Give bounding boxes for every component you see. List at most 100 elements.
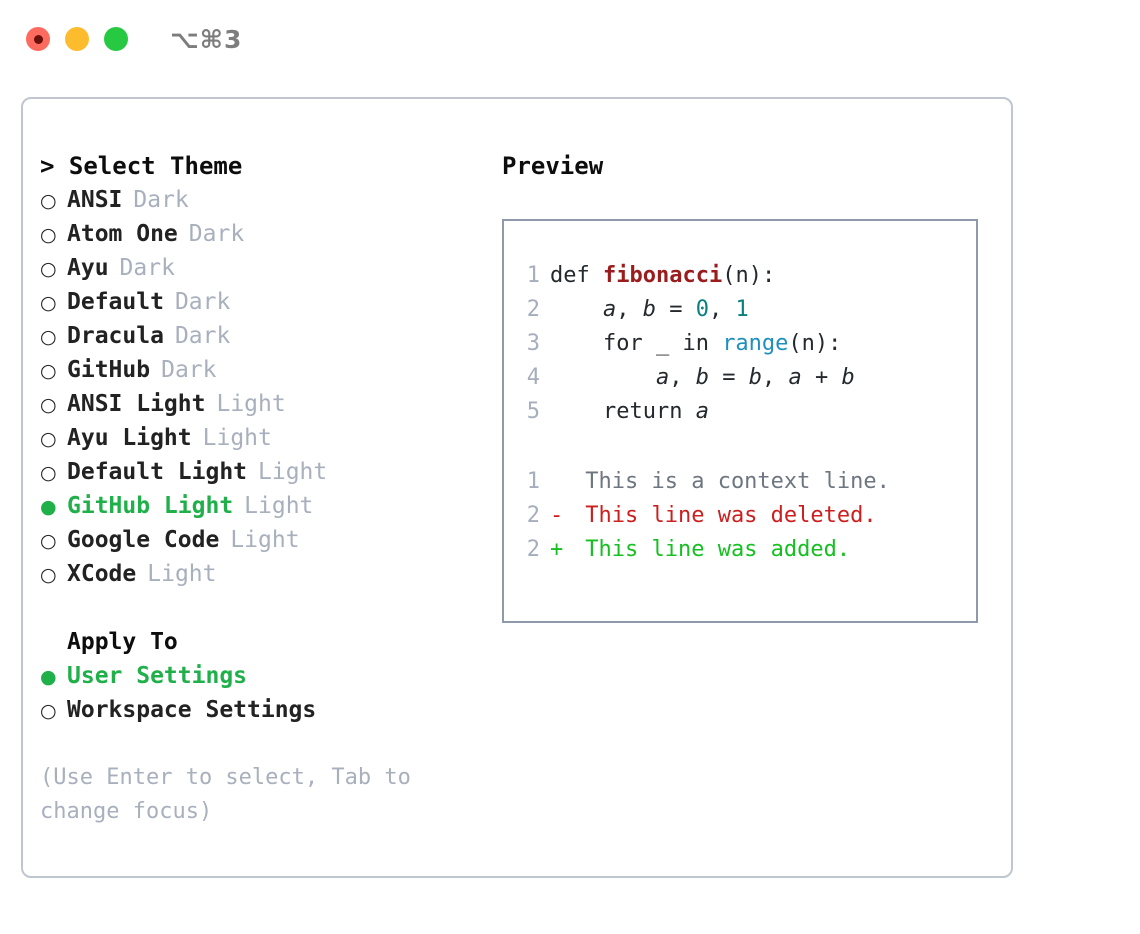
token-var: a [602, 297, 617, 322]
code-line: 3 for _ in range(n): [504, 327, 976, 361]
token-builtin: range [722, 331, 789, 356]
apply-to-option-user-settings[interactable]: ● User Settings [40, 659, 490, 693]
line-number: 5 [526, 399, 540, 424]
theme-name: Google Code [67, 527, 220, 553]
apply-to-label: Workspace Settings [67, 697, 317, 723]
code-line-text: for _ in range(n): [550, 327, 841, 361]
line-number: 2 [526, 297, 540, 322]
theme-variant-tag: Dark [188, 221, 245, 247]
theme-variant-tag: Dark [174, 289, 231, 315]
diff-body: This line was added. [572, 537, 851, 562]
theme-variant-tag: Dark [174, 323, 231, 349]
line-number: 2 [526, 537, 540, 562]
radio-unselected-icon: ○ [40, 258, 57, 280]
preview-title: Preview [502, 152, 604, 180]
close-window-icon[interactable] [26, 27, 50, 51]
theme-option-ansi-light[interactable]: ○ ANSI Light Light [40, 387, 490, 421]
theme-option-atom-one[interactable]: ○ Atom One Dark [40, 217, 490, 251]
token-plain [550, 297, 603, 322]
token-var: b [748, 365, 762, 390]
theme-variant-tag: Dark [161, 357, 217, 383]
line-number: 2 [526, 503, 540, 528]
code-line: 5 return a [504, 395, 976, 429]
code-line-text: a, b = 0, 1 [550, 293, 749, 327]
token-punct: + [801, 365, 842, 390]
theme-variant-tag: Light [216, 391, 286, 417]
radio-unselected-icon: ○ [40, 700, 57, 722]
theme-option-ayu[interactable]: ○ Ayu Dark [40, 251, 490, 285]
theme-name: ANSI Light [67, 391, 206, 417]
apply-to-label: User Settings [67, 663, 248, 689]
radio-unselected-icon: ○ [40, 292, 57, 314]
token-fn: fibonacci [602, 263, 723, 288]
window-title: ⌥⌘3 [170, 24, 243, 54]
radio-unselected-icon: ○ [40, 394, 57, 416]
token-kw: return [550, 399, 696, 424]
diff-body: This is a context line. [572, 469, 890, 494]
token-punct: (n): [788, 331, 842, 356]
token-var: b [642, 297, 656, 322]
diff-line-text: This is a context line. [550, 465, 890, 499]
token-punct: = [708, 365, 749, 390]
diff-line-context: 1 This is a context line. [504, 465, 976, 499]
theme-variant-tag: Dark [119, 255, 175, 281]
diff-line-del: 2 - This line was deleted. [504, 499, 976, 533]
diff-sample: 1 This is a context line. 2 - This line wa… [504, 465, 976, 567]
radio-unselected-icon: ○ [40, 224, 57, 246]
token-punct: , [669, 365, 696, 390]
theme-name: ANSI [67, 187, 123, 213]
token-punct: , [708, 297, 736, 322]
code-line-text: def fibonacci(n): [550, 259, 775, 293]
theme-variant-tag: Light [147, 561, 217, 587]
theme-option-default[interactable]: ○ Default Dark [40, 285, 490, 319]
keyboard-hint: (Use Enter to select, Tab to change focu… [40, 765, 411, 824]
token-var: b [695, 365, 709, 390]
theme-variant-tag: Light [202, 425, 272, 451]
theme-name: GitHub Light [67, 493, 234, 519]
token-plain [550, 365, 656, 390]
theme-name: Default Light [67, 459, 248, 485]
code-line: 2 a, b = 0, 1 [504, 293, 976, 327]
line-number: 1 [526, 263, 540, 288]
apply-to-option-workspace-settings[interactable]: ○ Workspace Settings [40, 693, 490, 727]
radio-unselected-icon: ○ [40, 190, 57, 212]
line-number: 3 [526, 331, 540, 356]
token-punct: = [655, 297, 696, 322]
token-punct: (n): [722, 263, 776, 288]
radio-selected-icon: ● [40, 496, 57, 518]
code-line: 4 a, b = b, a + b [504, 361, 976, 395]
theme-name: Ayu Light [67, 425, 192, 451]
theme-name: Ayu [67, 255, 109, 281]
diff-marker: + [550, 537, 564, 562]
minimize-window-icon[interactable] [65, 27, 89, 51]
code-line: 1 def fibonacci(n): [504, 259, 976, 293]
token-var: b [841, 365, 855, 390]
token-punct: , [761, 365, 789, 390]
diff-line-text: + This line was added. [550, 533, 850, 567]
apply-to-options[interactable]: ● User Settings ○ Workspace Settings [40, 659, 490, 727]
title-bar: ⌥⌘3 [0, 0, 1140, 78]
token-var: a [788, 365, 802, 390]
radio-selected-icon: ● [40, 666, 57, 688]
token-var: a [655, 365, 670, 390]
theme-name: Default [67, 289, 164, 315]
theme-name: XCode [67, 561, 137, 587]
diff-line-text: - This line was deleted. [550, 499, 877, 533]
maximize-window-icon[interactable] [104, 27, 128, 51]
code-line-text: a, b = b, a + b [550, 361, 855, 395]
theme-name: Atom One [67, 221, 178, 247]
diff-marker [550, 465, 572, 499]
